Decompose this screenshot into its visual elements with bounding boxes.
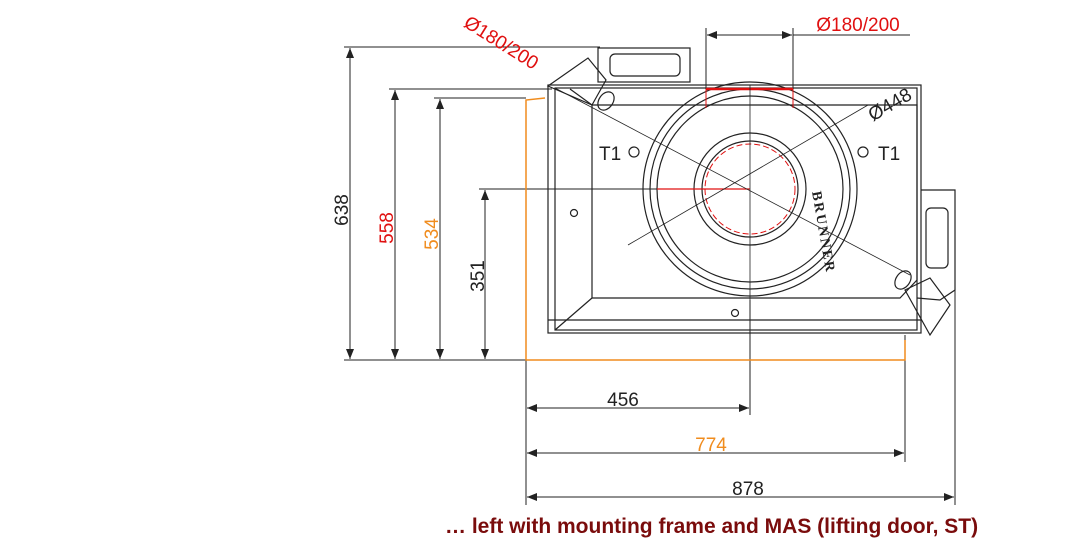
dim-638: 638	[332, 194, 353, 226]
dim-flue-side: Ø180/200	[460, 12, 542, 74]
horizontal-dimensions	[527, 31, 954, 501]
dim-774: 774	[695, 435, 727, 456]
dim-351: 351	[468, 260, 489, 292]
t1-right-label: T1	[878, 144, 900, 165]
extension-lines	[344, 28, 956, 505]
caption: … left with mounting frame and MAS (lift…	[445, 515, 979, 538]
t1-left-label: T1	[599, 144, 621, 165]
dim-534: 534	[422, 218, 443, 250]
mounting-frame	[525, 97, 906, 361]
dim-flue-top: Ø180/200	[816, 15, 899, 36]
dim-456: 456	[607, 390, 639, 411]
flue-ring	[554, 81, 911, 340]
dim-878: 878	[732, 479, 764, 500]
vertical-dimensions	[346, 48, 489, 359]
dim-558: 558	[377, 212, 398, 244]
